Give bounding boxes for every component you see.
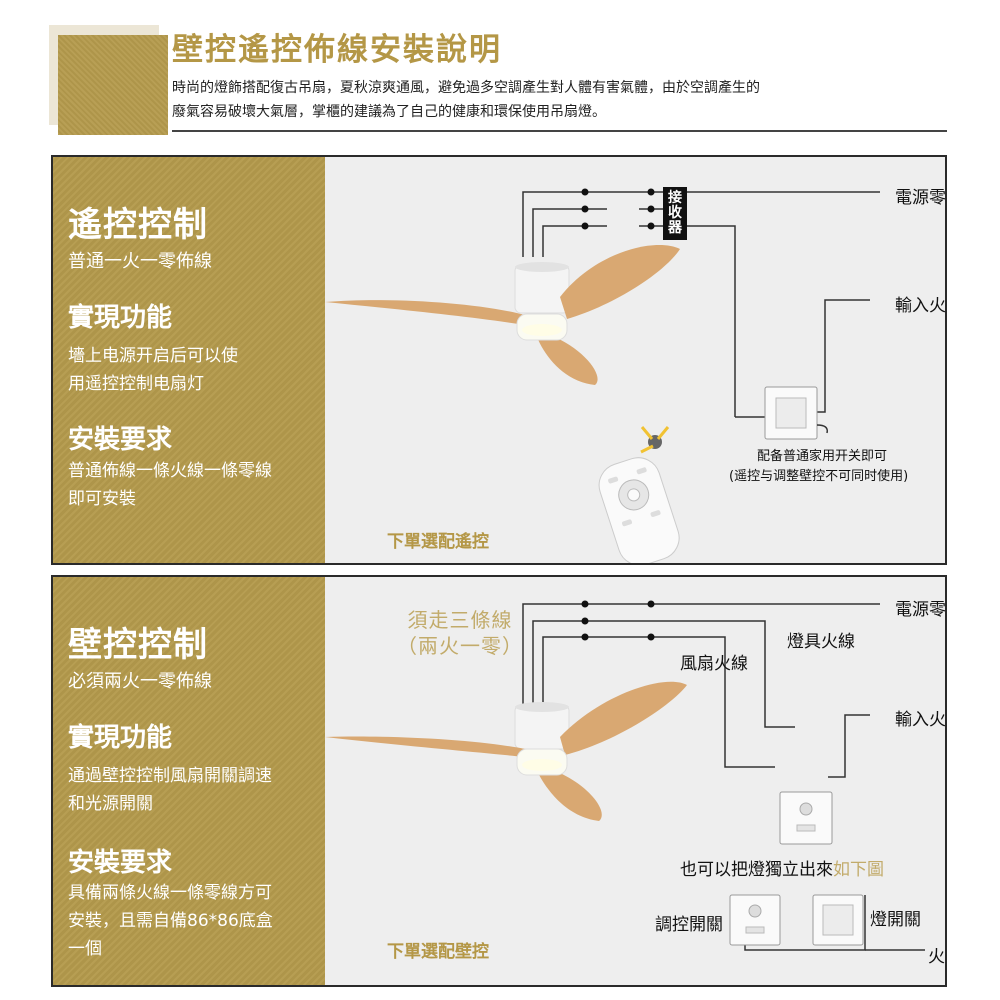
remote-func-line-1: 墻上电源开启后可以使 [68,346,238,366]
wall-wire-live-in [828,714,870,778]
wall-req-text: 具備兩條火線一條零線方可 安裝，且需自備86*86底盒 一個 [68,879,328,963]
header-desc-line-2: 廢氣容易破壞大氣層，掌櫃的建議為了自己的健康和環保使用吊扇燈。 [172,104,606,120]
wall-junction-dots [581,600,655,641]
wall-wiring-diagram: 須走三條線 （兩火一零） 電源零線 燈具火線 風扇火線 輸入火線 也可以把燈獨立… [325,577,945,985]
wall-bottom-light-switch [812,894,864,946]
remote-func-line-2: 用遥控控制电扇灯 [68,374,204,394]
header-divider [172,130,947,132]
wall-fan-illustration [325,681,687,821]
wall-separate-note: 也可以把燈獨立出來如下圖 [680,855,884,880]
remote-subtitle: 普通一火一零佈線 [68,251,212,272]
wall-label-live-in: 輸入火線 [895,710,946,730]
wall-bottom-dimmer-switch [729,894,781,946]
wall-separate-note-accent: 如下圖 [833,860,884,880]
wall-wire-lamp-live [532,620,795,728]
remote-switch-note-2: (遥控与调整壁控不可同时使用) [729,469,909,484]
remote-control-device [598,457,680,563]
wall-subtitle: 必須兩火一零佈線 [68,671,212,692]
wall-title: 壁控控制 [68,625,208,665]
receiver-box: 接收器 [663,187,687,240]
remote-label-live-in: 輸入火線 [895,296,946,316]
wall-label-neutral: 電源零線 [895,600,946,620]
wall-sidebar: 壁控控制 必須兩火一零佈線 實現功能 通過壁控控制風扇開關調速 和光源開關 安裝… [53,577,325,985]
wall-label-light-switch: 燈開關 [870,910,921,930]
wall-wires-note-1: 須走三條線 [407,608,513,632]
remote-wire-neutral [522,191,880,257]
remote-req-text: 普通佈線一條火線一條零線 即可安裝 [68,457,328,513]
remote-func-heading: 實現功能 [68,303,173,333]
wall-order-note: 下單選配壁控 [387,942,489,962]
wall-req-heading: 安裝要求 [68,848,173,878]
remote-sidebar: 遙控控制 普通一火一零佈線 實現功能 墻上电源开启后可以使 用遥控控制电扇灯 安… [53,157,325,563]
header-description: 時尚的燈飾搭配復古吊扇，夏秋涼爽通風，避免過多空調產生對人體有害氣體，由於空調產… [172,76,932,124]
wall-dimmer-switch [779,791,833,845]
wall-wire-fan-live [542,636,775,768]
remote-junction-dots [581,188,655,230]
remote-wire-3 [542,225,607,257]
wall-wire-neutral [522,603,880,705]
remote-wiring-diagram: 接收器 電源零線 輸入火線 配备普通家用开关即可 (遥控与调整壁控不可同时使用)… [325,157,945,563]
remote-switch-note-1: 配备普通家用开关即可 [757,449,888,464]
remote-req-line-2: 即可安裝 [68,489,136,509]
wall-label-dimmer-switch: 調控開關 [655,915,723,935]
remote-func-text: 墻上电源开启后可以使 用遥控控制电扇灯 [68,342,328,398]
wall-separate-note-main: 也可以把燈獨立出來 [680,860,833,880]
remote-wall-switch [764,386,829,440]
remote-wiring-svg [325,188,880,563]
remote-label-neutral: 電源零線 [895,188,946,208]
wall-label-fan-live: 風扇火線 [680,654,748,674]
wall-req-line-3: 一個 [68,939,102,959]
remote-req-heading: 安裝要求 [68,425,173,455]
receiver-label: 接收器 [668,190,682,236]
remote-wire-2 [532,208,607,257]
wall-control-panel: 壁控控制 必須兩火一零佈線 實現功能 通過壁控控制風扇開關調速 和光源開關 安裝… [51,575,947,987]
header-decor-square [58,35,168,135]
wall-label-lamp-live: 燈具火線 [787,632,855,652]
page-title: 壁控遙控佈線安裝說明 [172,32,502,68]
remote-title: 遙控控制 [68,205,208,245]
wall-func-line-1: 通過壁控控制風扇開關調速 [68,766,272,786]
wall-wiring-svg [325,600,925,951]
wall-func-text: 通過壁控控制風扇開關調速 和光源開關 [68,762,328,818]
remote-order-note: 下單選配遙控 [387,532,489,552]
remote-fan-icon [640,426,670,454]
wall-func-line-2: 和光源開關 [68,794,153,814]
header-desc-line-1: 時尚的燈飾搭配復古吊扇，夏秋涼爽通風，避免過多空調產生對人體有害氣體，由於空調產… [172,80,760,96]
wall-wires-note-2: （兩火一零） [397,634,523,658]
wall-wires-note: 須走三條線 （兩火一零） [397,607,523,659]
wall-req-line-1: 具備兩條火線一條零線方可 [68,883,272,903]
wall-label-live: 火線 [928,947,945,967]
remote-fan-illustration [325,245,680,385]
remote-control-panel: 遙控控制 普通一火一零佈線 實現功能 墻上电源开启后可以使 用遥控控制电扇灯 安… [51,155,947,565]
wall-func-heading: 實現功能 [68,723,173,753]
wall-req-line-2: 安裝，且需自備86*86底盒 [68,911,273,931]
remote-req-line-1: 普通佈線一條火線一條零線 [68,461,272,481]
